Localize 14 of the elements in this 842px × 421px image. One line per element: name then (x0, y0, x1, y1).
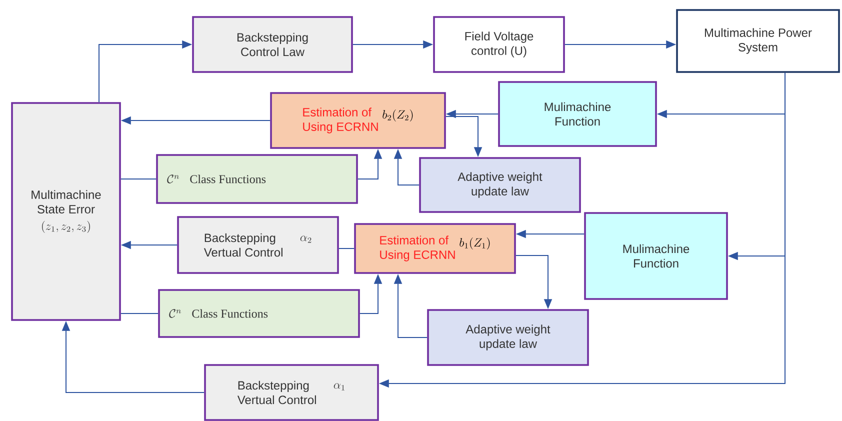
function-box: Mulimachine Function (498, 81, 657, 147)
estimation-box: Estimation of Using ECRNN $b_2(Z_2)$ (270, 92, 446, 149)
estimation-box: Estimation of Using ECRNN $b_1(Z_1)$ (354, 223, 516, 274)
update-law-box: Adaptive weight update law (419, 157, 581, 213)
process-box: Field Voltage control (U) (433, 16, 565, 73)
class-functions-box: $\mathcal{C}^n$ Class Functions (156, 154, 358, 204)
state-error-box: Multimachine State Error $(z_1, z_2, z_3)$ (11, 102, 121, 321)
virtual-control-box: Backstepping Vertual Control $\alpha_1$ (204, 364, 379, 421)
update-law-box: Adaptive weight update law (427, 309, 589, 366)
virtual-control-box: Backstepping Vertual Control $\alpha_2$ (177, 216, 339, 274)
process-box: Backstepping Control Law (192, 16, 353, 73)
function-box: Mulimachine Function (584, 212, 728, 300)
class-functions-box: $\mathcal{C}^n$ Class Functions (158, 289, 360, 338)
system-box: Multimachine Power System (676, 9, 840, 73)
